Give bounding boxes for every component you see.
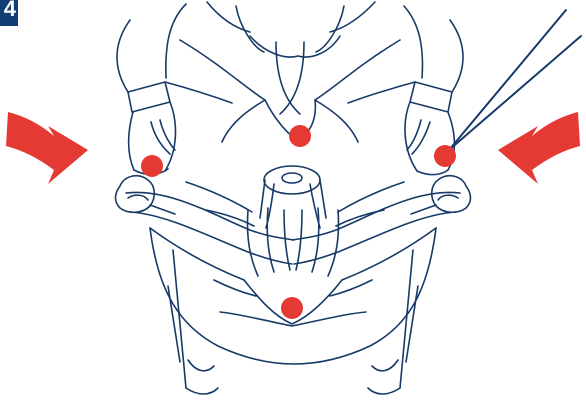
red-dot-icon: [281, 297, 303, 319]
curved-arrow-right-icon: [6, 112, 88, 184]
red-dot-icon: [141, 155, 163, 177]
line-art: [116, 2, 471, 394]
red-dot-icon: [289, 125, 311, 147]
red-dot-icon: [434, 145, 456, 167]
curved-arrow-left-icon: [498, 112, 580, 184]
